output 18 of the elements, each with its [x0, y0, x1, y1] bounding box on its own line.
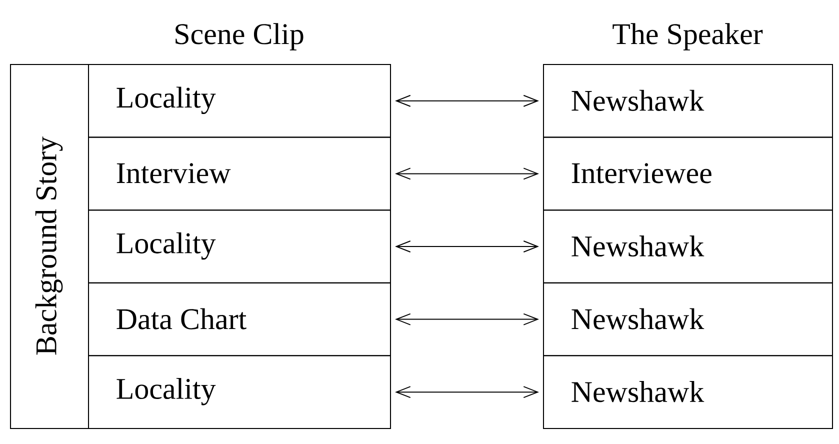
arrow — [395, 168, 539, 180]
table-cell: Locality — [88, 355, 391, 429]
column-heading: The Speaker — [612, 23, 763, 50]
arrow — [395, 240, 539, 252]
table-cell: Interviewee — [543, 136, 833, 211]
arrow — [395, 94, 539, 107]
arrow — [395, 313, 539, 326]
table-cell: Newshawk — [543, 64, 833, 138]
table-cell: Locality — [88, 64, 391, 138]
table-cell: Newshawk — [543, 210, 833, 284]
table-cell: Interview — [88, 136, 391, 211]
table-cell: Data Chart — [88, 282, 391, 356]
table-cell: Locality — [88, 210, 391, 284]
table-cell: Newshawk — [543, 355, 833, 429]
arrow — [395, 386, 539, 398]
table-cell: Newshawk — [543, 282, 833, 356]
side-band: Background Story — [10, 64, 89, 429]
column-heading: Scene Clip — [176, 23, 304, 50]
